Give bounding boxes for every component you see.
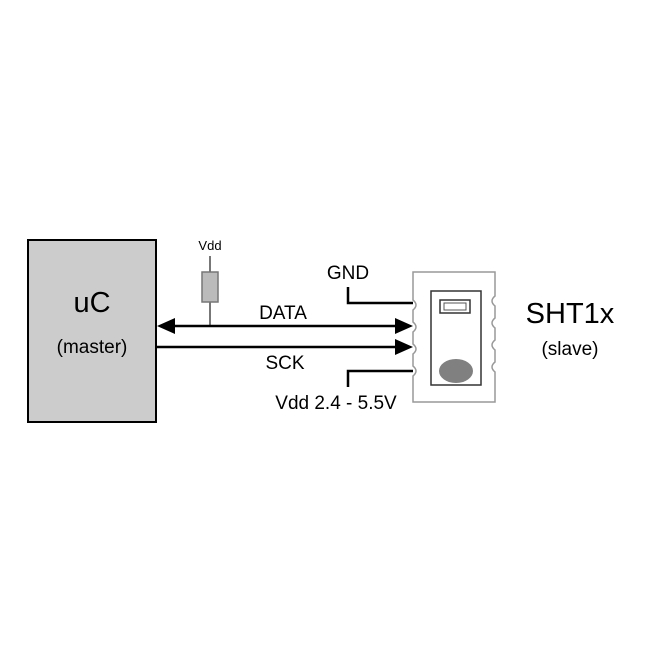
data-arrow-left-icon (157, 318, 175, 334)
resistor-supply-label: Vdd (198, 238, 221, 253)
data-label: DATA (259, 303, 307, 324)
supply-connection: Vdd 2.4 - 5.5V (275, 369, 413, 414)
resistor-body (201, 271, 219, 303)
slave-name: SHT1x (526, 298, 615, 330)
module-window-inner (443, 302, 467, 311)
clock-label: SCK (265, 353, 304, 374)
master-role: (master) (57, 337, 128, 358)
clock-arrow-right-icon (395, 339, 413, 355)
slave-role: (slave) (541, 339, 598, 360)
slave-module (412, 271, 496, 403)
data-arrow-right-icon (395, 318, 413, 334)
master-box (27, 239, 157, 423)
supply-label: Vdd 2.4 - 5.5V (275, 393, 397, 414)
sensor-element-icon (439, 359, 473, 383)
module-inner-frame (430, 290, 482, 386)
supply-wire (346, 369, 413, 387)
pull-up-resistor: Vdd (198, 238, 222, 326)
module-outline (412, 271, 496, 403)
clock-line: SCK (157, 339, 413, 374)
master-block: uC (master) (27, 239, 157, 423)
ground-label: GND (327, 263, 369, 284)
data-line: DATA (157, 303, 413, 334)
ground-connection: GND (327, 263, 413, 305)
master-name: uC (73, 287, 110, 319)
ground-wire (346, 287, 413, 305)
